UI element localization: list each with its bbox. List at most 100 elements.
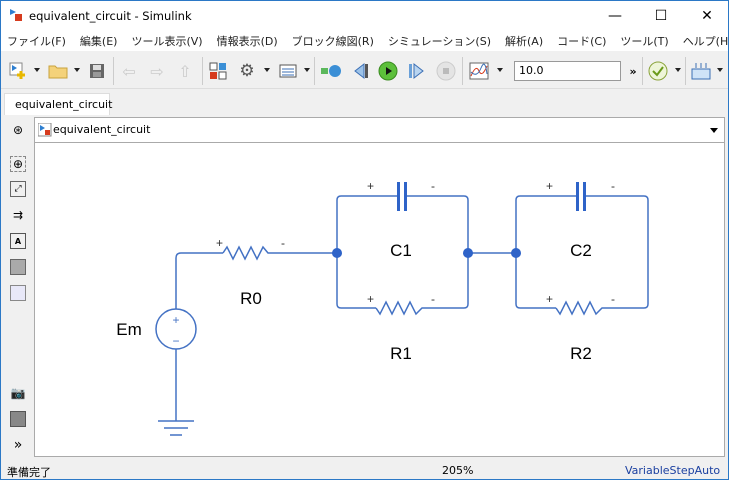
wire bbox=[175, 252, 223, 309]
explorer-dropdown-icon[interactable] bbox=[304, 68, 310, 72]
zoom-level: 205% bbox=[442, 464, 474, 477]
stop-button[interactable] bbox=[435, 61, 457, 81]
source-plus: + bbox=[172, 313, 179, 327]
source-label[interactable]: Em bbox=[116, 320, 142, 339]
menu-file[interactable]: ファイル(F) bbox=[7, 35, 66, 48]
fit-to-view-icon: ⤢ bbox=[14, 184, 22, 194]
library-browser-button[interactable] bbox=[208, 61, 228, 81]
stop-time-input[interactable]: 10.0 bbox=[514, 61, 621, 81]
settings-dropdown-icon[interactable] bbox=[264, 68, 270, 72]
back-button[interactable]: ⇦ bbox=[119, 61, 139, 81]
capacitor-c2-plate bbox=[576, 182, 579, 211]
close-button[interactable]: ✕ bbox=[701, 8, 713, 24]
address-bar[interactable]: equivalent_circuit bbox=[34, 117, 725, 143]
inspector-dropdown-icon[interactable] bbox=[497, 68, 503, 72]
c2-label[interactable]: C2 bbox=[570, 241, 592, 260]
up-button[interactable]: ⇧ bbox=[175, 61, 195, 81]
more-toolbar-button[interactable]: » bbox=[629, 64, 637, 78]
wire bbox=[405, 195, 469, 309]
hide-browser-button[interactable]: ⊛ bbox=[10, 122, 26, 138]
camera-icon: 📷 bbox=[10, 386, 26, 400]
new-dropdown-icon[interactable] bbox=[34, 68, 40, 72]
tab-equivalent-circuit[interactable]: equivalent_circuit bbox=[4, 93, 112, 115]
image-button[interactable] bbox=[10, 259, 26, 275]
open-dropdown-icon[interactable] bbox=[74, 68, 80, 72]
run-button[interactable] bbox=[377, 61, 399, 81]
model-explorer-button[interactable] bbox=[278, 61, 298, 81]
fit-view-button[interactable]: ⤢ bbox=[10, 181, 26, 197]
circuit-diagram: + − + - + - + - + - + - Em R0 C1 R1 C2 R… bbox=[116, 179, 649, 436]
r0-minus: - bbox=[281, 236, 285, 250]
build-button[interactable] bbox=[690, 61, 712, 81]
c1-label[interactable]: C1 bbox=[390, 241, 412, 260]
save-button[interactable] bbox=[88, 61, 106, 81]
menu-tools[interactable]: ツール(T) bbox=[620, 35, 669, 48]
capacitor-c1-plate bbox=[397, 182, 400, 211]
menu-simulation[interactable]: シミュレーション(S) bbox=[387, 35, 491, 48]
screenshot-button[interactable]: 📷 bbox=[10, 385, 26, 401]
forward-button[interactable]: ⇨ bbox=[147, 61, 167, 81]
resistor-r2 bbox=[555, 300, 611, 316]
source-minus: − bbox=[172, 334, 179, 348]
menu-edit[interactable]: 編集(E) bbox=[79, 35, 118, 48]
maximize-button[interactable]: ☐ bbox=[654, 8, 668, 24]
r0-plus: + bbox=[216, 236, 223, 250]
capacitor-c1-plate bbox=[404, 182, 407, 211]
route-lines-button[interactable]: ⇉ bbox=[10, 207, 26, 223]
area-button[interactable] bbox=[10, 285, 26, 301]
build-icon bbox=[691, 63, 711, 80]
expand-palette-button[interactable]: » bbox=[10, 437, 26, 453]
back-arrow-icon: ⇦ bbox=[122, 61, 136, 81]
stop-icon bbox=[436, 61, 456, 81]
solver-link[interactable]: VariableStepAuto bbox=[625, 464, 721, 477]
model-advisor-button[interactable] bbox=[647, 61, 669, 81]
build-dropdown-icon[interactable] bbox=[717, 68, 723, 72]
new-model-button[interactable] bbox=[8, 61, 28, 81]
model-settings-button[interactable]: ⚙ bbox=[237, 61, 257, 81]
r2-label[interactable]: R2 bbox=[570, 344, 592, 363]
annotation-icon: A bbox=[14, 236, 22, 246]
r2-minus: - bbox=[611, 292, 615, 306]
forward-arrow-icon: ⇨ bbox=[150, 61, 164, 81]
zoom-button[interactable]: ⊕ bbox=[10, 156, 26, 172]
property-inspector-button[interactable] bbox=[10, 411, 26, 427]
signal-plot-icon bbox=[469, 62, 489, 80]
folder-icon bbox=[48, 65, 68, 79]
double-chevron-icon: » bbox=[13, 437, 23, 453]
toolbar-separator bbox=[685, 57, 686, 85]
toolbar-separator bbox=[642, 57, 643, 85]
step-forward-button[interactable] bbox=[406, 61, 426, 81]
library-browser-icon bbox=[209, 62, 227, 80]
play-icon bbox=[378, 61, 398, 81]
menu-view[interactable]: ツール表示(V) bbox=[131, 35, 203, 48]
resistor-r1 bbox=[375, 300, 431, 316]
title-bar: equivalent_circuit - Simulink — ☐ ✕ bbox=[1, 1, 728, 31]
menu-code[interactable]: コード(C) bbox=[557, 35, 607, 48]
update-diagram-button[interactable] bbox=[319, 61, 343, 81]
step-back-button[interactable] bbox=[351, 61, 371, 81]
r2-plus: + bbox=[546, 292, 553, 306]
data-inspector-button[interactable] bbox=[468, 61, 490, 81]
menu-display[interactable]: 情報表示(D) bbox=[216, 35, 278, 48]
open-button[interactable] bbox=[47, 61, 69, 81]
model-explorer-icon bbox=[279, 64, 297, 78]
node-dot bbox=[332, 248, 342, 258]
model-canvas[interactable]: + − + - + - + - + - + - Em R0 C1 R1 C2 R… bbox=[34, 143, 725, 457]
menu-analysis[interactable]: 解析(A) bbox=[505, 35, 544, 48]
simulink-model-icon bbox=[10, 9, 22, 21]
advisor-dropdown-icon[interactable] bbox=[675, 68, 681, 72]
c1-minus: - bbox=[431, 179, 435, 193]
r1-label[interactable]: R1 bbox=[390, 344, 412, 363]
r0-label[interactable]: R0 bbox=[240, 289, 262, 308]
breadcrumb[interactable]: equivalent_circuit bbox=[53, 123, 151, 136]
annotation-button[interactable]: A bbox=[10, 233, 26, 249]
minimize-button[interactable]: — bbox=[608, 8, 622, 24]
status-bar: 準備完了 205% VariableStepAuto bbox=[1, 461, 728, 479]
toolbar-separator bbox=[314, 57, 315, 85]
address-dropdown-icon[interactable] bbox=[710, 128, 718, 133]
menu-help[interactable]: ヘルプ(H) bbox=[682, 35, 729, 48]
menu-diagram[interactable]: ブロック線図(R) bbox=[291, 35, 374, 48]
r1-plus: + bbox=[367, 292, 374, 306]
wire bbox=[584, 195, 649, 309]
